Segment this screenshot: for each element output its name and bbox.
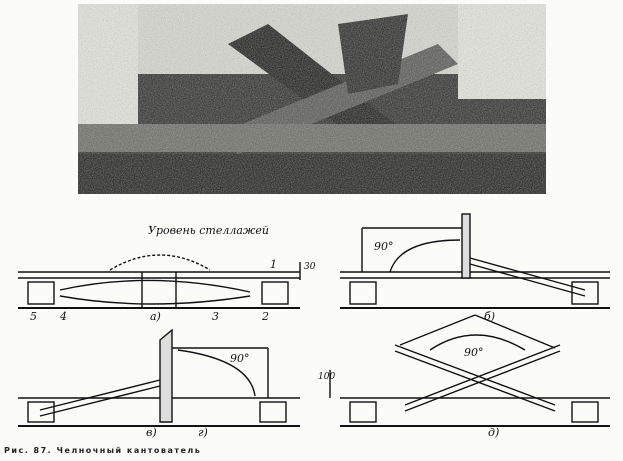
- angle-label-v: 90°: [230, 352, 250, 365]
- part-number-2: 2: [262, 310, 269, 323]
- part-number-4: 4: [60, 310, 67, 323]
- panel-label-v: в): [146, 426, 157, 439]
- level-label: Уровень стеллажей: [148, 224, 270, 237]
- part-number-5: 5: [30, 310, 37, 323]
- panel-label-g: г): [198, 426, 208, 439]
- part-number-3: 3: [212, 310, 219, 323]
- dimension-30: 30: [304, 262, 316, 272]
- panel-label-a: а): [150, 310, 161, 323]
- angle-label-b: 90°: [374, 240, 394, 253]
- figure-caption: Рис. 87. Челночный кантователь: [4, 446, 202, 455]
- dimension-100: 100: [318, 372, 336, 382]
- photograph: [78, 4, 546, 194]
- panel-label-d: д): [488, 426, 500, 439]
- angle-label-d: 90°: [464, 346, 484, 359]
- part-number-1: 1: [270, 258, 277, 271]
- shuttle-tilter-diagram: Уровень стеллажей 90° 90° 90° 30 100 1 2…: [0, 200, 623, 448]
- panel-label-b: б): [484, 310, 496, 323]
